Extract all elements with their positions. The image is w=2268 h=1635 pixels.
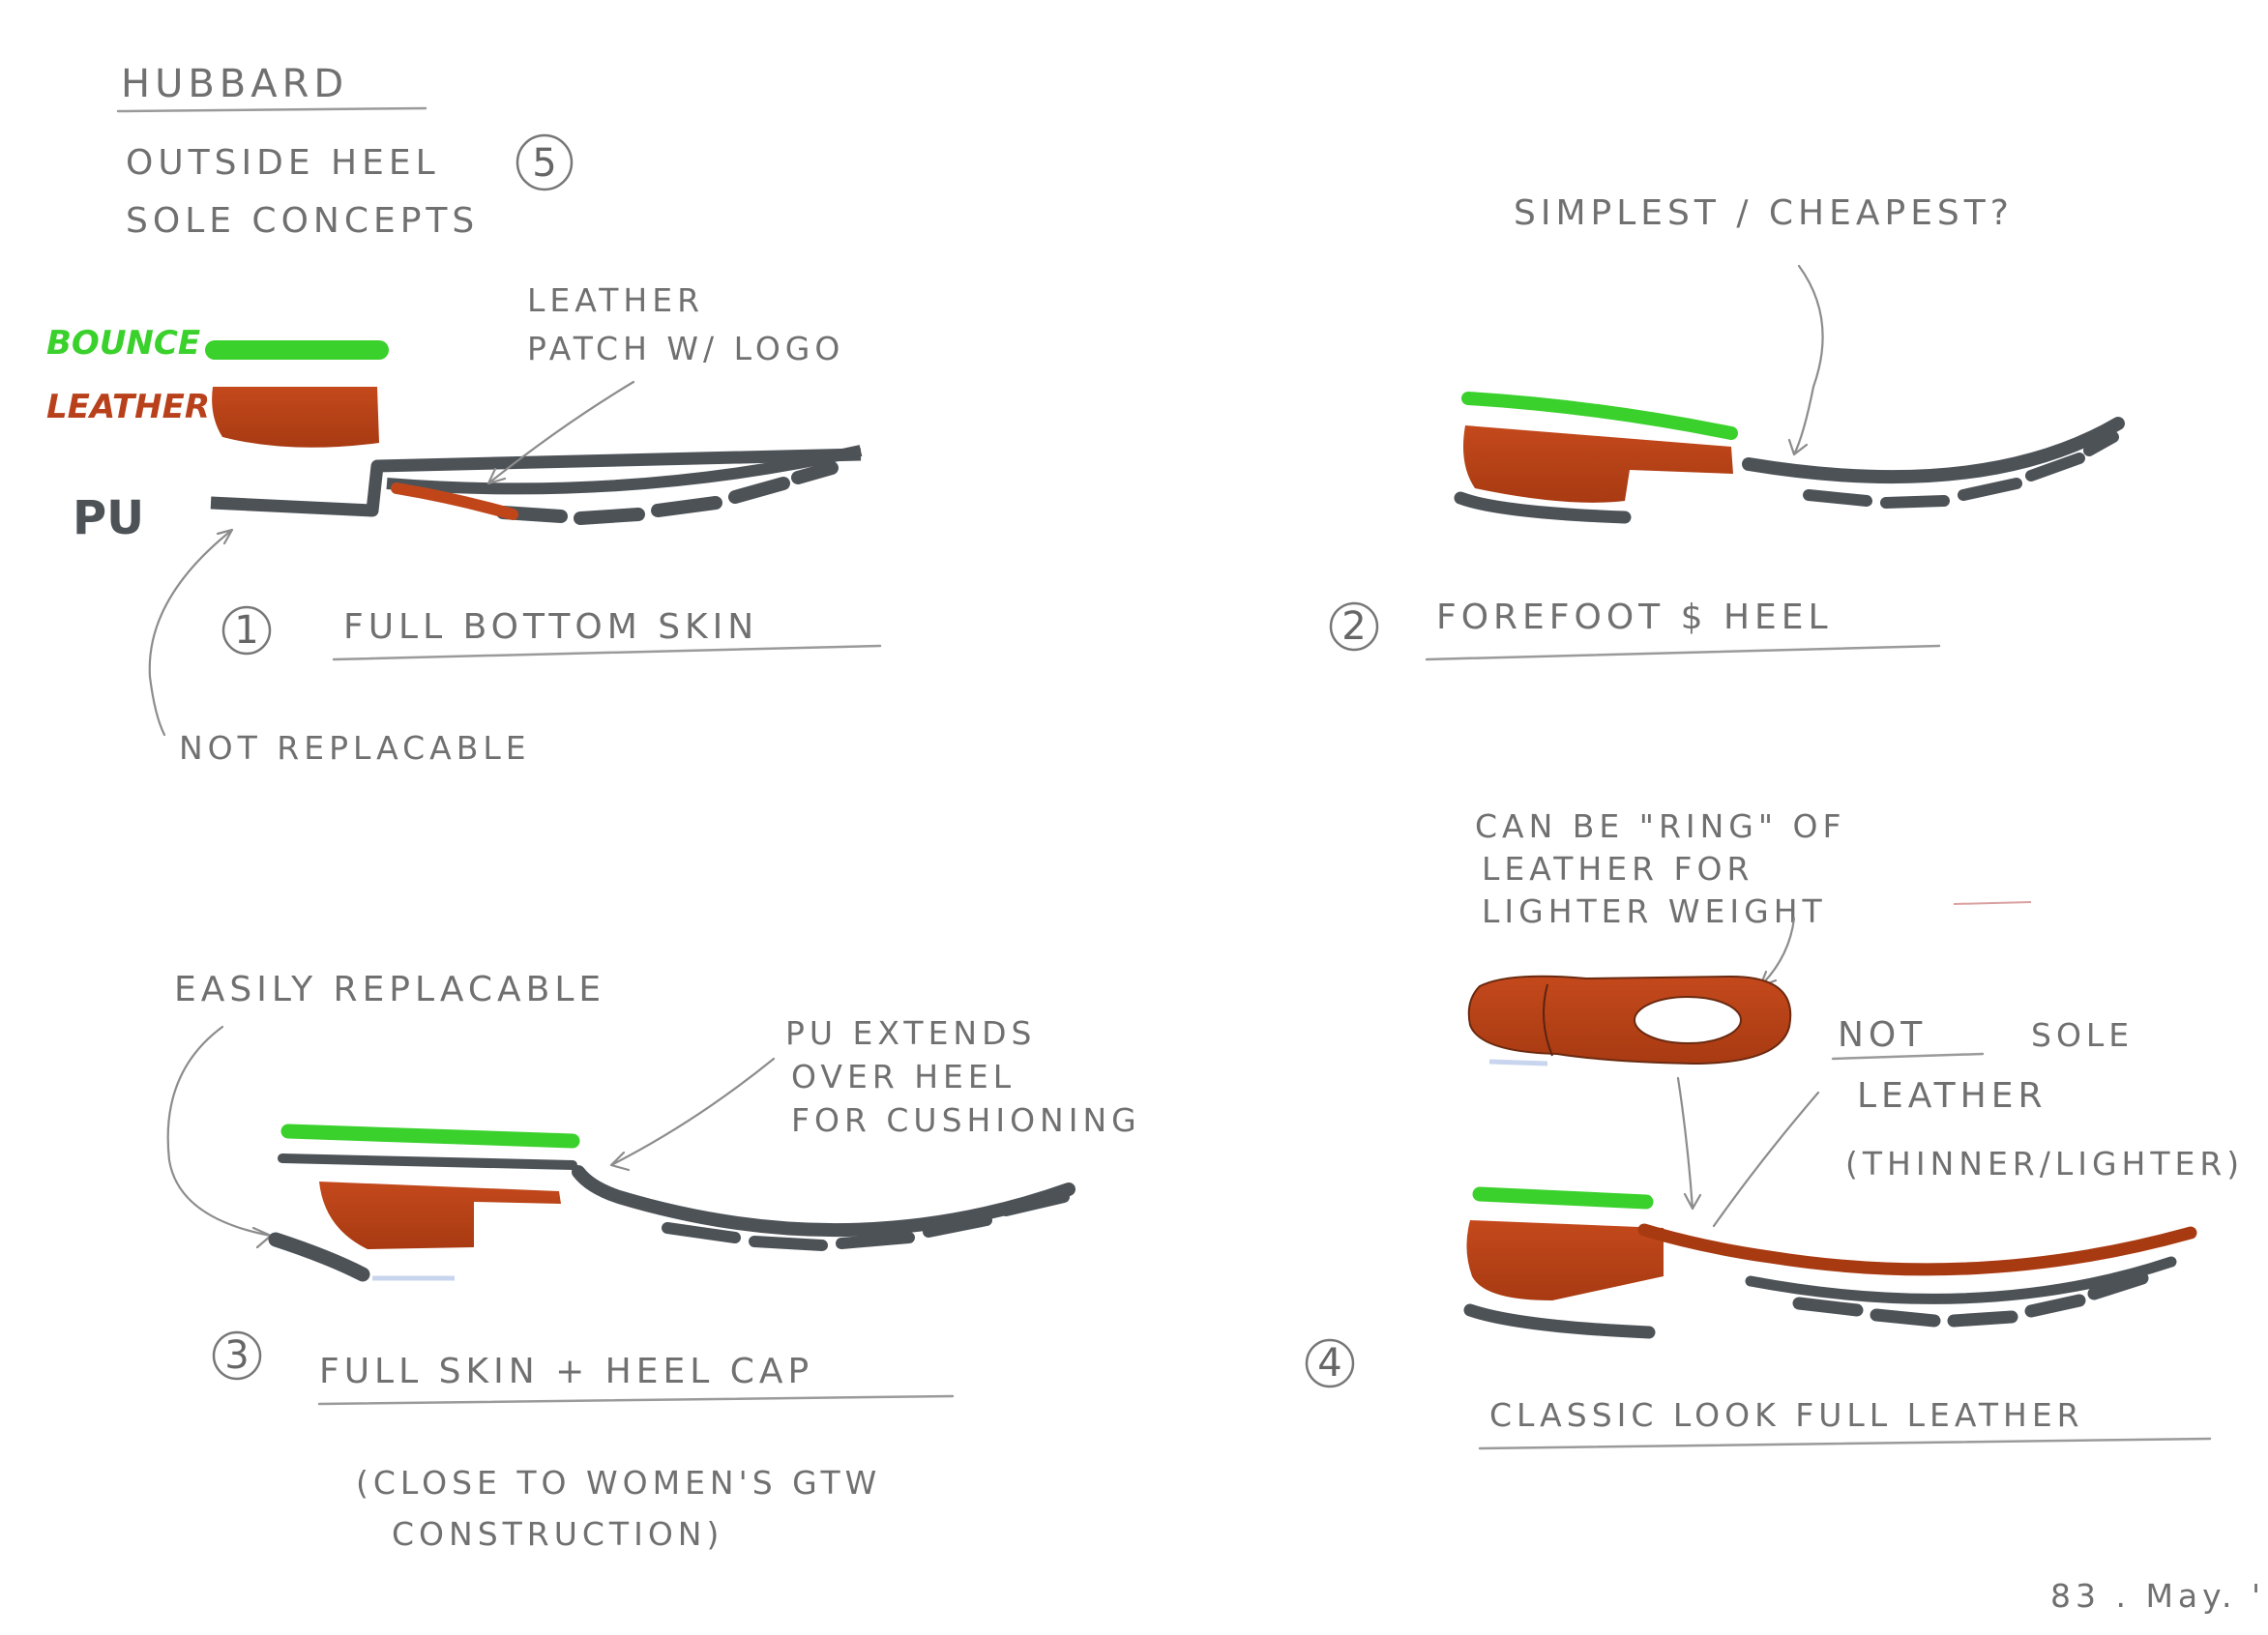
concept-3-caption: FULL SKIN + HEEL CAP	[319, 1352, 813, 1391]
concept-3-number: 3	[224, 1333, 249, 1378]
concept-4: CAN BE "RING" OF LEATHER FOR LIGHTER WEI…	[1305, 807, 2244, 1450]
concept-4-number-circle	[1305, 1338, 1355, 1388]
bounce-layer	[1461, 392, 1738, 440]
concept-1: BOUNCE LEATHER PU LEATHER PATCH W/ LOGO …	[46, 281, 882, 767]
note-leather: LEATHER	[527, 281, 704, 319]
note-over-heel: OVER HEEL	[791, 1058, 1016, 1095]
note-for-cushioning: FOR CUSHIONING	[791, 1101, 1141, 1139]
pu-forefoot-tread	[1745, 1256, 2177, 1304]
title-underline	[116, 106, 427, 113]
ring-edge-highlight	[1488, 1059, 1548, 1066]
leather-ring-heel-piece	[1467, 975, 1792, 1066]
concept-2-caption: FOREFOOT $ HEEL	[1436, 598, 1833, 637]
note-pu-extends: PU EXTENDS	[785, 1014, 1036, 1052]
not-sole-pointer-2	[1712, 1091, 1820, 1228]
patch-pointer-arrow	[486, 380, 635, 485]
note-patch-with-logo: PATCH W/ LOGO	[527, 330, 844, 367]
concept-4-caption: CLASSIC LOOK FULL LEATHER	[1489, 1396, 2084, 1434]
leather-heel-block	[1462, 425, 1733, 503]
signature-date: 83 . May. '18	[2050, 1577, 2268, 1615]
pu-tread-lugs	[1792, 1271, 2149, 1328]
not-replacable-pointer	[148, 528, 234, 737]
pu-tread-lugs	[496, 461, 839, 525]
ring-segment-line	[1543, 983, 1553, 1057]
concept-1-caption: FULL BOTTOM SKIN	[343, 607, 758, 647]
sheet-title: HUBBARD	[121, 62, 348, 106]
note-sole: SOLE	[2031, 1016, 2134, 1054]
concept-2-number: 2	[1341, 604, 1366, 649]
concept-4-caption-underline	[1478, 1437, 2212, 1450]
concept-3-caption-underline	[317, 1394, 955, 1406]
pu-forefoot-skin	[572, 1165, 1075, 1238]
note-leather-for: LEATHER FOR	[1482, 850, 1753, 888]
easily-replacable-pointer	[166, 1025, 273, 1249]
concept-3-number-circle	[212, 1330, 262, 1381]
sheet-subtitle-line1: OUTSIDE HEEL	[126, 143, 440, 183]
leather-heel-block	[319, 1182, 561, 1249]
pu-heel-piece	[1454, 491, 1632, 524]
simplest-pointer-arrow	[1787, 264, 1824, 456]
legend-pu-label: PU	[73, 491, 144, 545]
sheet-number-circle	[515, 133, 574, 191]
pu-tread-lugs	[662, 1191, 1070, 1251]
leather-logo-patch	[391, 482, 518, 520]
note-not: NOT	[1838, 1015, 1927, 1055]
pu-full-bottom-skin	[210, 448, 862, 517]
note-close-to-womens: (CLOSE TO WOMEN'S GTW	[356, 1464, 881, 1502]
pu-tread-lugs	[1803, 431, 2119, 509]
pu-heel-cap	[268, 1232, 370, 1282]
pu-heel-skin	[278, 1153, 577, 1170]
note-simplest-cheapest: SIMPLEST / CHEAPEST?	[1514, 193, 2014, 233]
note-leather-material: LEATHER	[1857, 1076, 2047, 1116]
bounce-layer	[280, 1124, 580, 1149]
leather-heel-block	[1466, 1220, 1664, 1300]
pu-forefoot-curve	[386, 445, 863, 495]
note-not-replacable: NOT REPLACABLE	[179, 729, 531, 767]
concept-1-caption-underline	[332, 644, 882, 661]
note-construction: CONSTRUCTION)	[392, 1515, 723, 1553]
bounce-layer	[1472, 1186, 1654, 1210]
not-underline	[1831, 1052, 1985, 1061]
full-leather-outsole	[1637, 1223, 2197, 1276]
legend-bounce-label: BOUNCE	[46, 324, 200, 363]
pu-heel-lift	[1463, 1303, 1656, 1339]
concept-2: SIMPLEST / CHEAPEST? 2 FOREFOOT $ HEEL	[1329, 193, 2125, 661]
concept-1-number: 1	[234, 608, 258, 653]
concept-4-number: 4	[1317, 1341, 1341, 1386]
concept-1-number-circle	[221, 605, 272, 656]
pu-forefoot-piece	[1742, 417, 2125, 484]
concept-3: EASILY REPLACABLE PU EXTENDS OVER HEEL F…	[166, 970, 1141, 1553]
concept-2-number-circle	[1329, 601, 1379, 652]
concept-2-caption-underline	[1425, 644, 1941, 661]
legend-leather-label: LEATHER	[46, 388, 210, 426]
pu-extends-pointer	[609, 1057, 776, 1172]
ring-cutout	[1634, 996, 1742, 1044]
leather-heel-block	[212, 387, 379, 448]
not-sole-pointer-1	[1676, 1076, 1702, 1211]
note-lighter-weight: LIGHTER WEIGHT	[1482, 892, 1827, 930]
sheet-number: 5	[532, 141, 556, 186]
note-thinner-lighter: (THINNER/LIGHTER)	[1845, 1145, 2244, 1182]
sheet-subtitle-line2: SOLE CONCEPTS	[126, 201, 479, 241]
note-easily-replacable: EASILY REPLACABLE	[174, 970, 605, 1009]
stray-mark	[1953, 901, 2032, 905]
note-can-be-ring: CAN BE "RING" OF	[1475, 807, 1846, 845]
